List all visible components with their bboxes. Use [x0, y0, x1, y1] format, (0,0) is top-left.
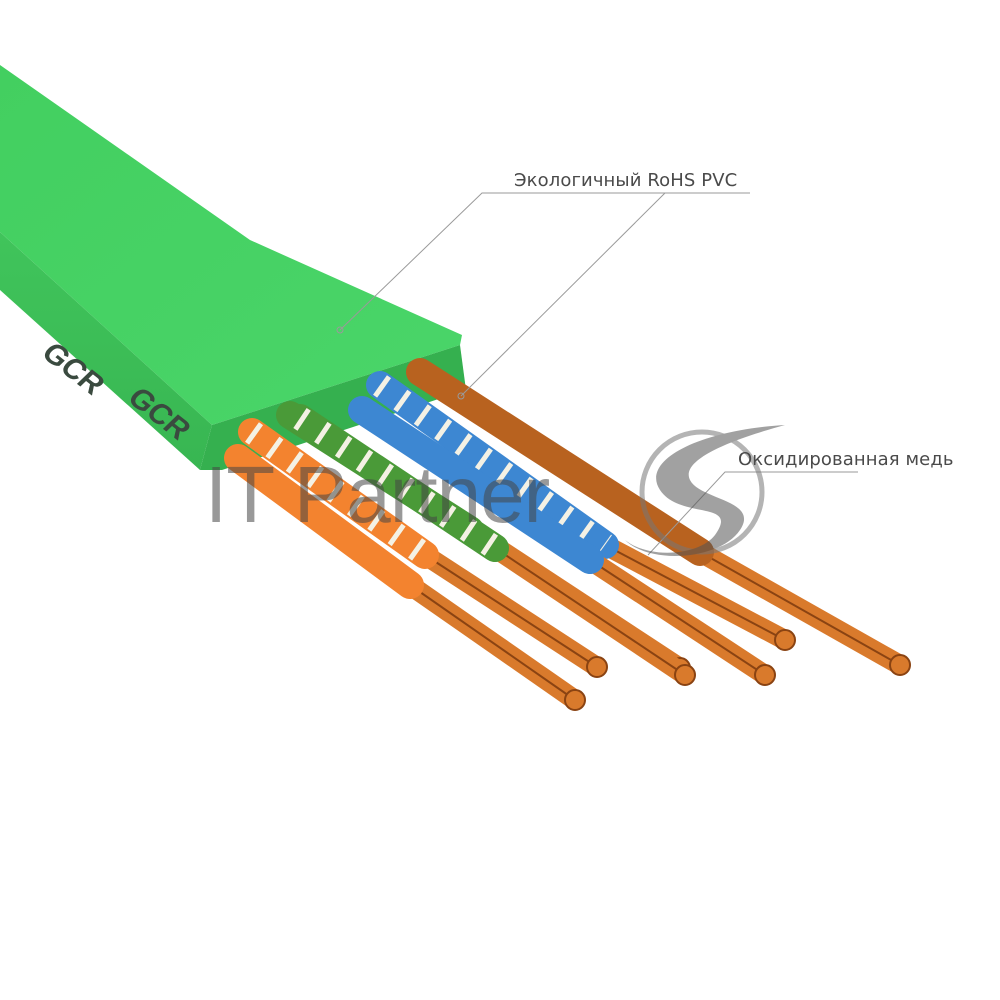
callout-label-conductor: Оксидированная медь — [738, 449, 954, 470]
wire-insulation — [348, 396, 604, 574]
copper-end — [889, 654, 911, 676]
wire-green-white — [286, 404, 696, 686]
wire-blue-white — [366, 371, 796, 651]
copper-end — [586, 656, 608, 678]
copper-end — [564, 689, 586, 711]
wire-insulation — [286, 404, 509, 562]
wire-orange — [224, 444, 586, 711]
wire-insulation — [406, 358, 714, 566]
leader-line-brown — [460, 192, 666, 397]
leader-lines — [336, 192, 858, 556]
watermark-text: IT Partner — [205, 450, 550, 539]
copper-end — [754, 664, 776, 686]
leader-line-jacket — [339, 192, 750, 331]
watermark-logo — [625, 425, 785, 557]
cable-jacket-top — [0, 65, 462, 425]
cable-jacket-side — [0, 232, 212, 470]
wire-stripe — [245, 422, 432, 565]
copper-strand-line — [699, 551, 901, 666]
wire-brown — [406, 358, 911, 676]
leader-line-copper — [647, 471, 858, 556]
leader-dot-jacket — [336, 326, 344, 334]
copper-strand-line — [589, 559, 766, 676]
wire-blue — [348, 396, 776, 686]
wire-insulation — [366, 371, 619, 559]
copper-end — [774, 629, 796, 651]
wire-insulation — [224, 444, 424, 599]
wire-orange-white — [238, 418, 608, 678]
callout-label-jacket: Экологичный RoHS PVC — [514, 170, 738, 191]
copper-strand-line — [409, 584, 576, 701]
copper-strand-line — [494, 547, 686, 676]
copper-end — [674, 664, 696, 686]
copper-strand-line — [604, 544, 786, 641]
copper-strand-line — [424, 554, 598, 668]
leader-dot-brown — [457, 392, 465, 400]
